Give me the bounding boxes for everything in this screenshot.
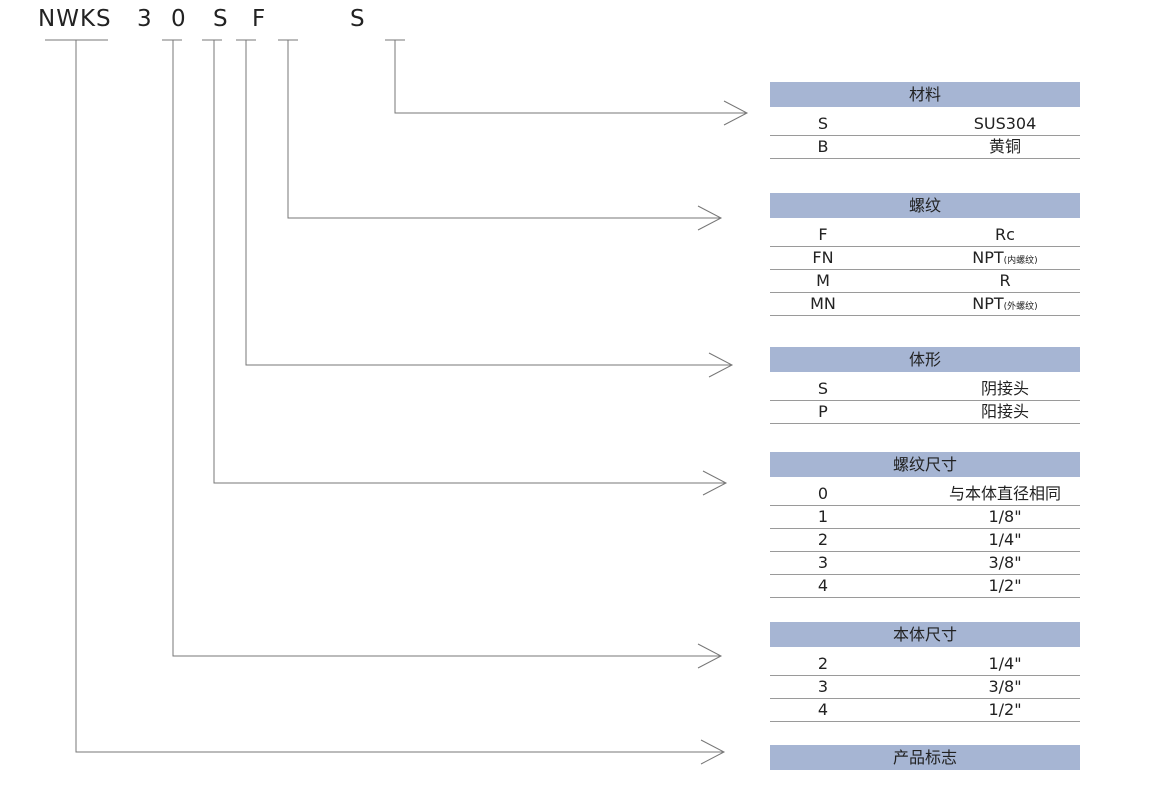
table-row: MN NPT(外螺纹) xyxy=(770,293,1080,316)
table-header: 螺纹尺寸 xyxy=(770,452,1080,477)
option-desc: 1/4" xyxy=(988,654,1022,673)
code-thread-size: 0 xyxy=(171,6,187,32)
option-code: 4 xyxy=(817,700,829,719)
table-row: 4 1/2" xyxy=(770,699,1080,722)
table-row: S 阴接头 xyxy=(770,378,1080,401)
table-header: 材料 xyxy=(770,82,1080,107)
option-desc: Rc xyxy=(995,225,1015,244)
table-row: 2 1/4" xyxy=(770,653,1080,676)
option-code: S xyxy=(817,114,829,133)
option-desc: 阳接头 xyxy=(980,402,1029,421)
option-desc: 3/8" xyxy=(988,553,1022,572)
option-desc: 1/2" xyxy=(988,700,1022,719)
connector-thread-size xyxy=(213,40,728,496)
option-code: 3 xyxy=(817,553,829,572)
table-header: 产品标志 xyxy=(770,745,1080,770)
option-code: MN xyxy=(810,294,836,313)
option-desc: 黄铜 xyxy=(988,137,1021,156)
option-code: F xyxy=(818,225,828,244)
code-thread: F xyxy=(252,6,267,32)
code-body-size: 3 xyxy=(137,6,153,32)
table-row: 0 与本体直径相同 xyxy=(770,483,1080,506)
option-desc: NPT(外螺纹) xyxy=(972,294,1038,313)
table-row: M R xyxy=(770,270,1080,293)
option-code: 4 xyxy=(817,576,829,595)
connector-body-size xyxy=(172,40,723,669)
option-code: 0 xyxy=(817,484,829,503)
option-code: 1 xyxy=(817,507,829,526)
table-row: FN NPT(内螺纹) xyxy=(770,247,1080,270)
table-thread: 螺纹 F Rc FN NPT(内螺纹) M R MN NPT(外螺纹) xyxy=(770,193,1080,316)
option-desc: 1/2" xyxy=(988,576,1022,595)
option-code: S xyxy=(817,379,829,398)
table-row: F Rc xyxy=(770,224,1080,247)
table-material: 材料 S SUS304 B 黄铜 xyxy=(770,82,1080,159)
table-body-size: 本体尺寸 2 1/4" 3 3/8" 4 1/2" xyxy=(770,622,1080,722)
option-code: P xyxy=(818,402,828,421)
table-row: 4 1/2" xyxy=(770,575,1080,598)
connector-product-mark xyxy=(75,40,726,765)
table-row: 3 3/8" xyxy=(770,676,1080,699)
connector-material xyxy=(394,40,749,126)
option-desc: 1/8" xyxy=(988,507,1022,526)
table-product-mark: 产品标志 xyxy=(770,745,1080,770)
table-row: P 阳接头 xyxy=(770,401,1080,424)
table-row: B 黄铜 xyxy=(770,136,1080,159)
code-material: S xyxy=(350,6,366,32)
option-code: 3 xyxy=(817,677,829,696)
option-desc: 3/8" xyxy=(988,677,1022,696)
table-header: 本体尺寸 xyxy=(770,622,1080,647)
table-body-shape: 体形 S 阴接头 P 阳接头 xyxy=(770,347,1080,424)
option-code: 2 xyxy=(817,654,829,673)
code-series: NWKS xyxy=(38,6,112,32)
option-desc: 1/4" xyxy=(988,530,1022,549)
option-desc: R xyxy=(999,271,1011,290)
option-desc: SUS304 xyxy=(973,114,1037,133)
table-thread-size: 螺纹尺寸 0 与本体直径相同 1 1/8" 2 1/4" 3 3/8" 4 1/… xyxy=(770,452,1080,598)
option-code: 2 xyxy=(817,530,829,549)
code-body-shape: S xyxy=(213,6,229,32)
table-header: 体形 xyxy=(770,347,1080,372)
table-row: 1 1/8" xyxy=(770,506,1080,529)
table-row: 2 1/4" xyxy=(770,529,1080,552)
option-code: FN xyxy=(812,248,834,267)
table-header: 螺纹 xyxy=(770,193,1080,218)
connector-thread xyxy=(287,40,723,231)
connector-body-shape xyxy=(245,40,734,378)
table-row: 3 3/8" xyxy=(770,552,1080,575)
option-desc: 与本体直径相同 xyxy=(948,484,1061,503)
option-code: B xyxy=(817,137,829,156)
option-code: M xyxy=(816,271,830,290)
option-desc: NPT(内螺纹) xyxy=(972,248,1038,267)
table-row: S SUS304 xyxy=(770,113,1080,136)
option-desc: 阴接头 xyxy=(980,379,1029,398)
